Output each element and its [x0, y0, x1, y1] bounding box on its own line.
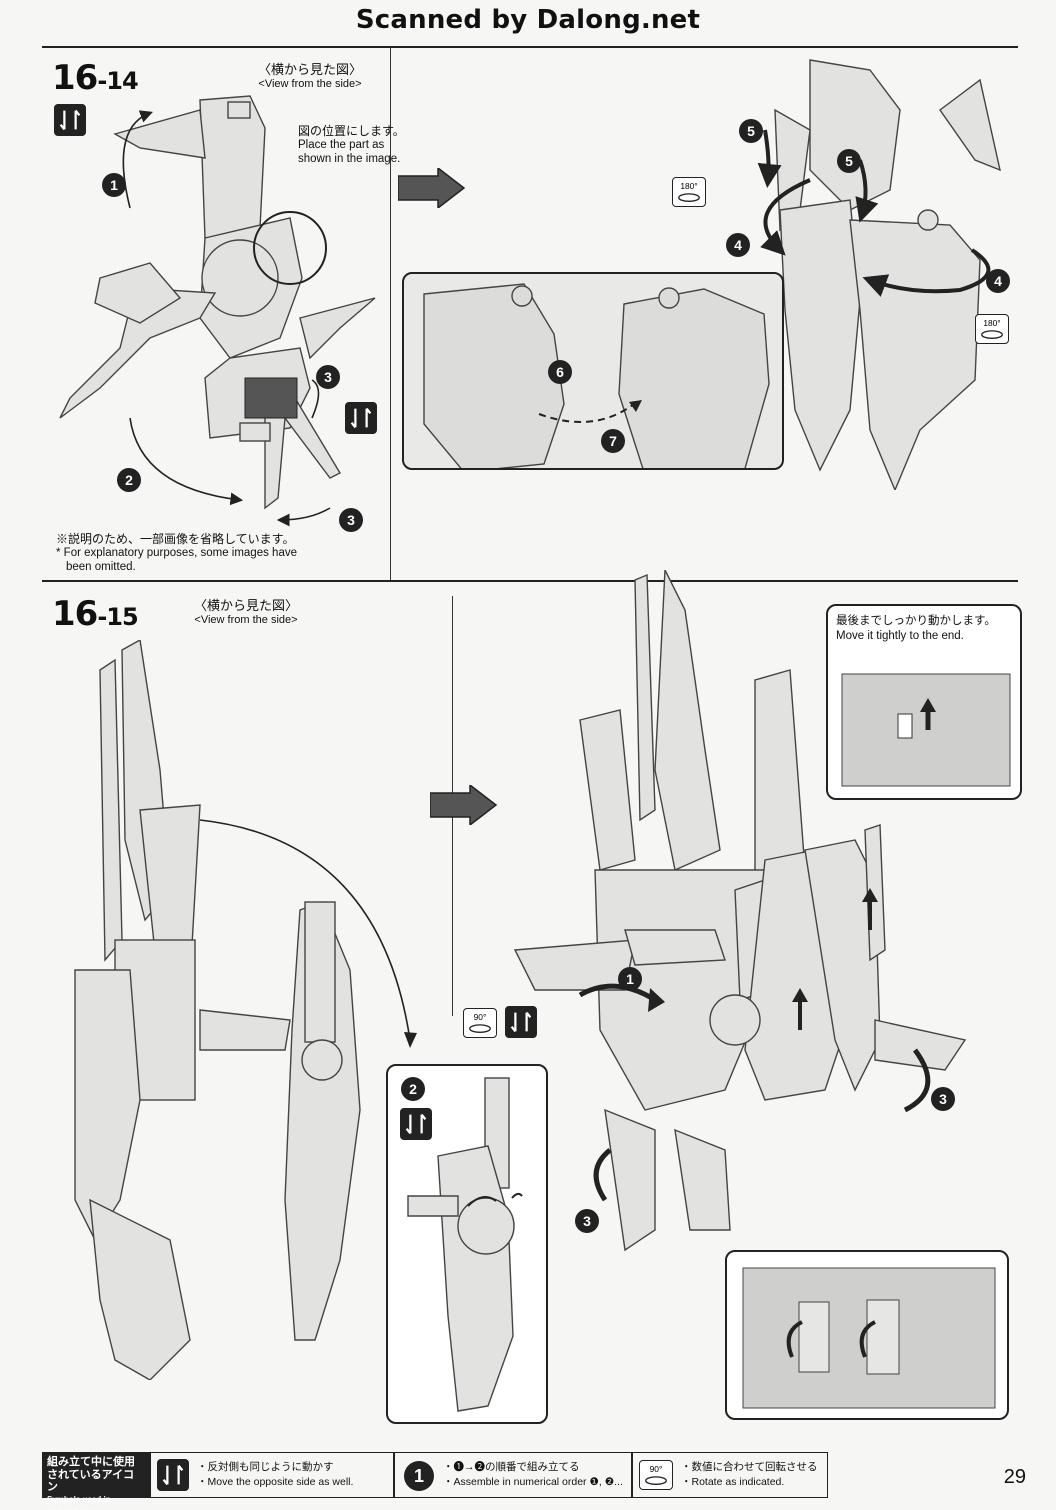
legend-order-jp: ・❶→❷の順番で組み立てる — [443, 1461, 580, 1473]
svg-text:90°: 90° — [474, 1012, 487, 1022]
figure-16-15-backpack — [505, 570, 985, 1270]
svg-text:5: 5 — [845, 153, 853, 169]
inset-step-2: 2 — [386, 1064, 548, 1424]
step-major: 16 — [52, 594, 98, 634]
legend-opposite-icon — [157, 1459, 189, 1491]
svg-text:2: 2 — [409, 1081, 417, 1097]
legend-order-icon: 1 — [403, 1460, 435, 1492]
step-marker-3d: 3 — [574, 1208, 600, 1234]
legend-rotate-jp: ・数値に合わせて回転させる — [681, 1461, 818, 1473]
step-marker-3c: 3 — [930, 1086, 956, 1112]
legend-opposite-en: ・Move the opposite side as well. — [197, 1476, 354, 1488]
step-marker-4a: 4 — [725, 232, 751, 258]
step-marker-2b: 2 — [400, 1076, 426, 1102]
step-marker-2: 2 — [116, 467, 142, 493]
step-marker-1b: 1 — [617, 966, 643, 992]
side-view-label: 〈横から見た図〉 <View from the side> — [250, 62, 370, 92]
opposite-side-icon-small — [345, 402, 377, 434]
svg-text:180°: 180° — [983, 318, 1000, 328]
scan-header: Scanned by Dalong.net — [0, 0, 1056, 44]
place-note-jp: 図の位置にします。 — [298, 124, 405, 138]
next-arrow-icon — [397, 166, 466, 210]
step-marker-6: 6 — [547, 359, 573, 385]
legend-rotate-en: ・Rotate as indicated. — [681, 1476, 785, 1488]
step-marker-5a: 5 — [738, 118, 764, 144]
place-note-en-2: shown in the image. — [298, 153, 401, 165]
legend-order-cell: 1 ・❶→❷の順番で組み立てる ・Assemble in numerical o… — [394, 1452, 632, 1498]
side-view-en: <View from the side> — [258, 78, 362, 90]
svg-text:5: 5 — [747, 123, 755, 139]
place-part-note: 図の位置にします。 Place the part as shown in the… — [298, 124, 428, 166]
icon-legend: 組み立て中に使用 されているアイコン Symbols used in instr… — [42, 1452, 828, 1510]
legend-heading-en: Symbols used in instructions — [47, 1494, 111, 1510]
step-minor: -15 — [97, 603, 138, 631]
legend-opposite-cell: ・反対側も同じように動かす ・Move the opposite side as… — [150, 1452, 394, 1498]
step-marker-1: 1 — [101, 172, 127, 198]
omitted-note-en-1: * For explanatory purposes, some images … — [56, 547, 297, 559]
svg-text:1: 1 — [110, 177, 118, 193]
rotate-180-icon-b: 180° — [975, 314, 1009, 344]
svg-text:3: 3 — [324, 369, 332, 385]
rotate-180-icon-a: 180° — [672, 177, 706, 207]
step-marker-7: 7 — [600, 428, 626, 454]
legend-order-en: ・Assemble in numerical order ❶, ❷... — [443, 1476, 623, 1488]
inset-bottom-detail — [725, 1250, 1009, 1420]
svg-text:1: 1 — [626, 971, 634, 987]
rotate-90-icon: 90° — [463, 1008, 497, 1038]
svg-text:1: 1 — [414, 1466, 424, 1486]
svg-text:3: 3 — [583, 1213, 591, 1229]
step-marker-4b: 4 — [985, 268, 1011, 294]
step-number-16-15: 16-15 — [52, 594, 139, 634]
move-tightly-inset: 最後までしっかり動かします。 Move it tightly to the en… — [826, 604, 1022, 800]
figure-16-15-side-view — [60, 640, 430, 1380]
legend-opposite-jp: ・反対側も同じように動かす — [197, 1461, 334, 1473]
step-number-16-14: 16-14 — [52, 58, 139, 98]
omitted-note-en-2: been omitted. — [66, 561, 136, 573]
step-minor: -14 — [97, 67, 138, 95]
svg-text:180°: 180° — [680, 181, 697, 191]
place-note-en-1: Place the part as — [298, 139, 385, 151]
svg-text:2: 2 — [125, 472, 133, 488]
opposite-side-icon-3 — [400, 1108, 432, 1140]
detail-inset-16-14: 6 7 — [402, 272, 784, 470]
opposite-side-icon-2 — [505, 1006, 537, 1038]
column-divider-upper — [390, 48, 391, 580]
step-marker-3b: 3 — [338, 507, 364, 533]
omitted-note-jp: ※説明のため、一部画像を省略しています。 — [56, 532, 295, 546]
step-marker-3a: 3 — [315, 364, 341, 390]
legend-heading-jp-1: 組み立て中に使用 — [47, 1456, 135, 1468]
figure-16-14-side-view — [40, 88, 390, 538]
svg-text:7: 7 — [609, 433, 617, 449]
move-tightly-en: Move it tightly to the end. — [836, 630, 964, 642]
side-view-label-2: 〈横から見た図〉 <View from the side> — [186, 598, 306, 628]
figure-16-14-rotated-legs — [700, 50, 1030, 490]
svg-text:90°: 90° — [650, 1464, 663, 1474]
move-tightly-jp: 最後までしっかり動かします。 — [836, 615, 996, 627]
svg-text:4: 4 — [734, 237, 742, 253]
step-marker-5b: 5 — [836, 148, 862, 174]
svg-text:4: 4 — [994, 273, 1002, 289]
legend-rotate-cell: 90° ・数値に合わせて回転させる ・Rotate as indicated. — [632, 1452, 828, 1498]
svg-text:3: 3 — [347, 512, 355, 528]
legend-heading-jp-2: されているアイコン — [47, 1468, 135, 1494]
legend-heading: 組み立て中に使用 されているアイコン Symbols used in instr… — [42, 1452, 150, 1510]
svg-text:3: 3 — [939, 1091, 947, 1107]
omitted-note: ※説明のため、一部画像を省略しています。 * For explanatory p… — [56, 532, 366, 574]
step-major: 16 — [52, 58, 98, 98]
next-arrow-icon-2 — [429, 783, 498, 827]
scan-title: Scanned by Dalong.net — [355, 5, 701, 35]
opposite-side-icon — [54, 104, 86, 136]
side-view-jp-2: 〈横から見た図〉 — [193, 598, 298, 613]
side-view-en-2: <View from the side> — [194, 614, 298, 626]
svg-text:6: 6 — [556, 364, 564, 380]
top-divider — [42, 46, 1018, 48]
page-number: 29 — [1003, 1466, 1026, 1488]
section-divider — [42, 580, 1018, 582]
side-view-jp: 〈横から見た図〉 — [257, 62, 362, 77]
legend-rotate-icon: 90° — [639, 1460, 673, 1490]
